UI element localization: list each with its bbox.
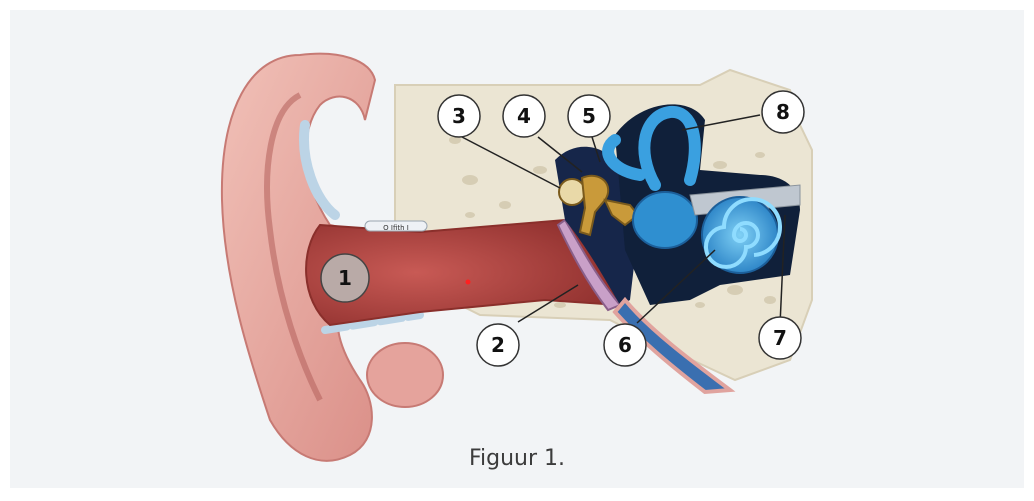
svg-text:7: 7 xyxy=(773,326,787,350)
vestibule xyxy=(633,192,697,248)
canal-dot xyxy=(466,280,471,285)
label-5: 5 xyxy=(568,95,610,137)
svg-text:1: 1 xyxy=(338,266,352,290)
label-1: 1 xyxy=(321,254,369,302)
label-4: 4 xyxy=(503,95,545,137)
label-2: 2 xyxy=(477,324,519,366)
label-8: 8 xyxy=(762,91,804,133)
label-7: 7 xyxy=(759,317,801,359)
svg-text:3: 3 xyxy=(452,104,466,128)
svg-text:8: 8 xyxy=(776,100,790,124)
svg-text:5: 5 xyxy=(582,104,596,128)
svg-text:4: 4 xyxy=(517,104,531,128)
svg-text:2: 2 xyxy=(491,333,505,357)
svg-text:6: 6 xyxy=(618,333,632,357)
earlobe xyxy=(367,343,443,407)
canal-marker-text: O Ifith I xyxy=(383,224,409,232)
figure-caption: Figuur 1. xyxy=(0,446,1034,471)
label-3: 3 xyxy=(438,95,480,137)
label-6: 6 xyxy=(604,324,646,366)
